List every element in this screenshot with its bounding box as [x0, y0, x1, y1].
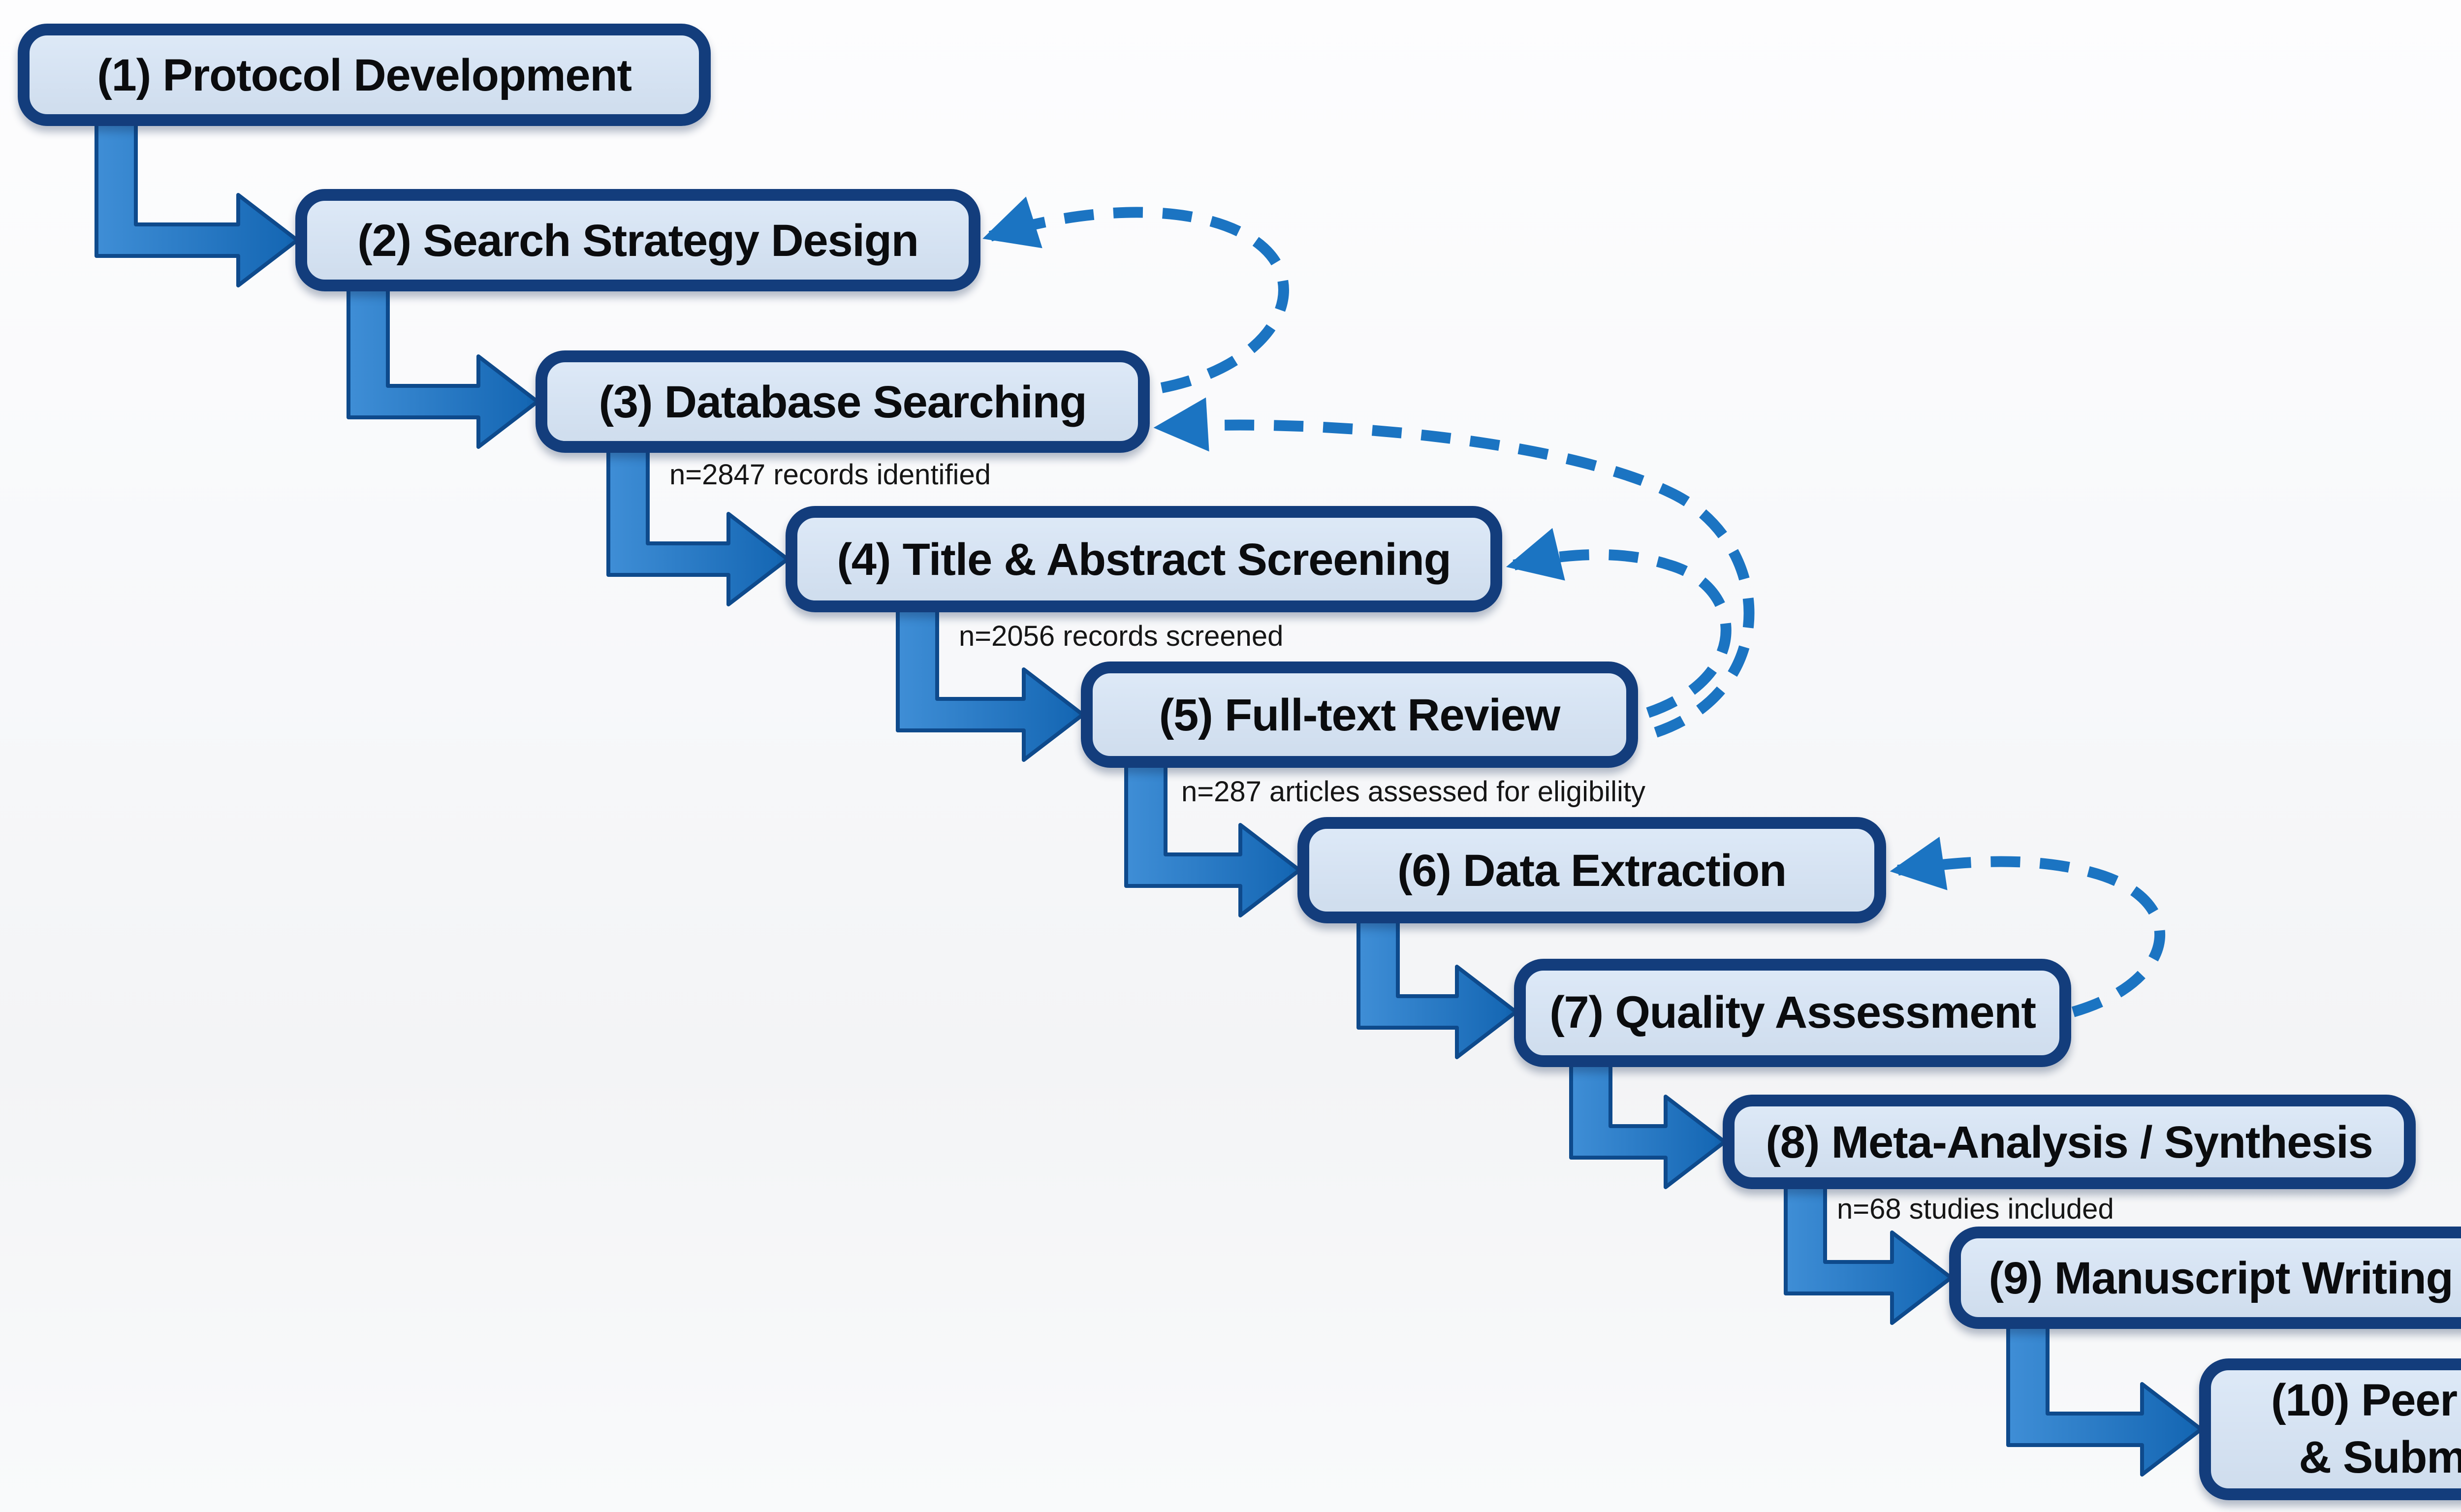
flow-step-4: (4) Title & Abstract Screening: [786, 506, 1502, 612]
flow-step-5: (5) Full-text Review: [1081, 662, 1638, 768]
flow-step-2-label: (2) Search Strategy Design: [357, 214, 919, 265]
forward-arrow-7-to-8: [1569, 1061, 1727, 1189]
flow-step-6-label: (6) Data Extraction: [1397, 844, 1787, 895]
forward-arrow-9-to-10: [2006, 1323, 2203, 1477]
flow-step-1: (1) Protocol Development: [18, 24, 711, 126]
flow-step-4-label: (4) Title & Abstract Screening: [837, 533, 1451, 584]
feedback-arrow-7-to-6: [1890, 836, 2166, 1017]
flow-step-10-label: (10) Peer Review & Submission: [2271, 1375, 2461, 1482]
flow-step-8: (8) Meta-Analysis / Synthesis: [1723, 1095, 2416, 1189]
step-note-3: n=2847 records identified: [669, 461, 991, 492]
forward-arrow-2-to-3: [347, 285, 539, 449]
feedback-arrow-5-to-3: [1153, 397, 1755, 738]
flow-step-7: (7) Quality Assessment: [1514, 959, 2071, 1067]
forward-arrow-1-to-2: [95, 120, 299, 287]
flow-step-9: (9) Manuscript Writing: [1949, 1227, 2461, 1329]
flow-step-10: (10) Peer Review & Submission: [2199, 1358, 2461, 1500]
flow-step-1-label: (1) Protocol Development: [97, 48, 632, 100]
step-note-4: n=2056 records screened: [959, 622, 1284, 654]
step-note-8: n=68 studies included: [1837, 1195, 2114, 1227]
feedback-arrow-3-to-2: [982, 196, 1289, 393]
forward-arrow-8-to-9: [1784, 1183, 1953, 1325]
flow-step-5-label: (5) Full-text Review: [1159, 688, 1561, 740]
flow-step-9-label: (9) Manuscript Writing: [1988, 1251, 2453, 1303]
flow-step-3: (3) Database Searching: [536, 350, 1150, 453]
forward-arrow-4-to-5: [896, 606, 1085, 762]
feedback-arrow-5-to-4: [1506, 528, 1732, 718]
forward-arrow-5-to-6: [1124, 762, 1301, 917]
flow-step-2: (2) Search Strategy Design: [295, 189, 980, 291]
flow-step-7-label: (7) Quality Assessment: [1549, 986, 2036, 1038]
flow-step-8-label: (8) Meta-Analysis / Synthesis: [1766, 1115, 2373, 1167]
flow-step-6: (6) Data Extraction: [1297, 817, 1886, 923]
flow-step-3-label: (3) Database Searching: [599, 375, 1087, 427]
forward-arrow-6-to-7: [1357, 917, 1518, 1059]
forward-arrow-3-to-4: [606, 447, 789, 606]
step-note-5: n=287 articles assessed for eligibility: [1181, 778, 1645, 809]
